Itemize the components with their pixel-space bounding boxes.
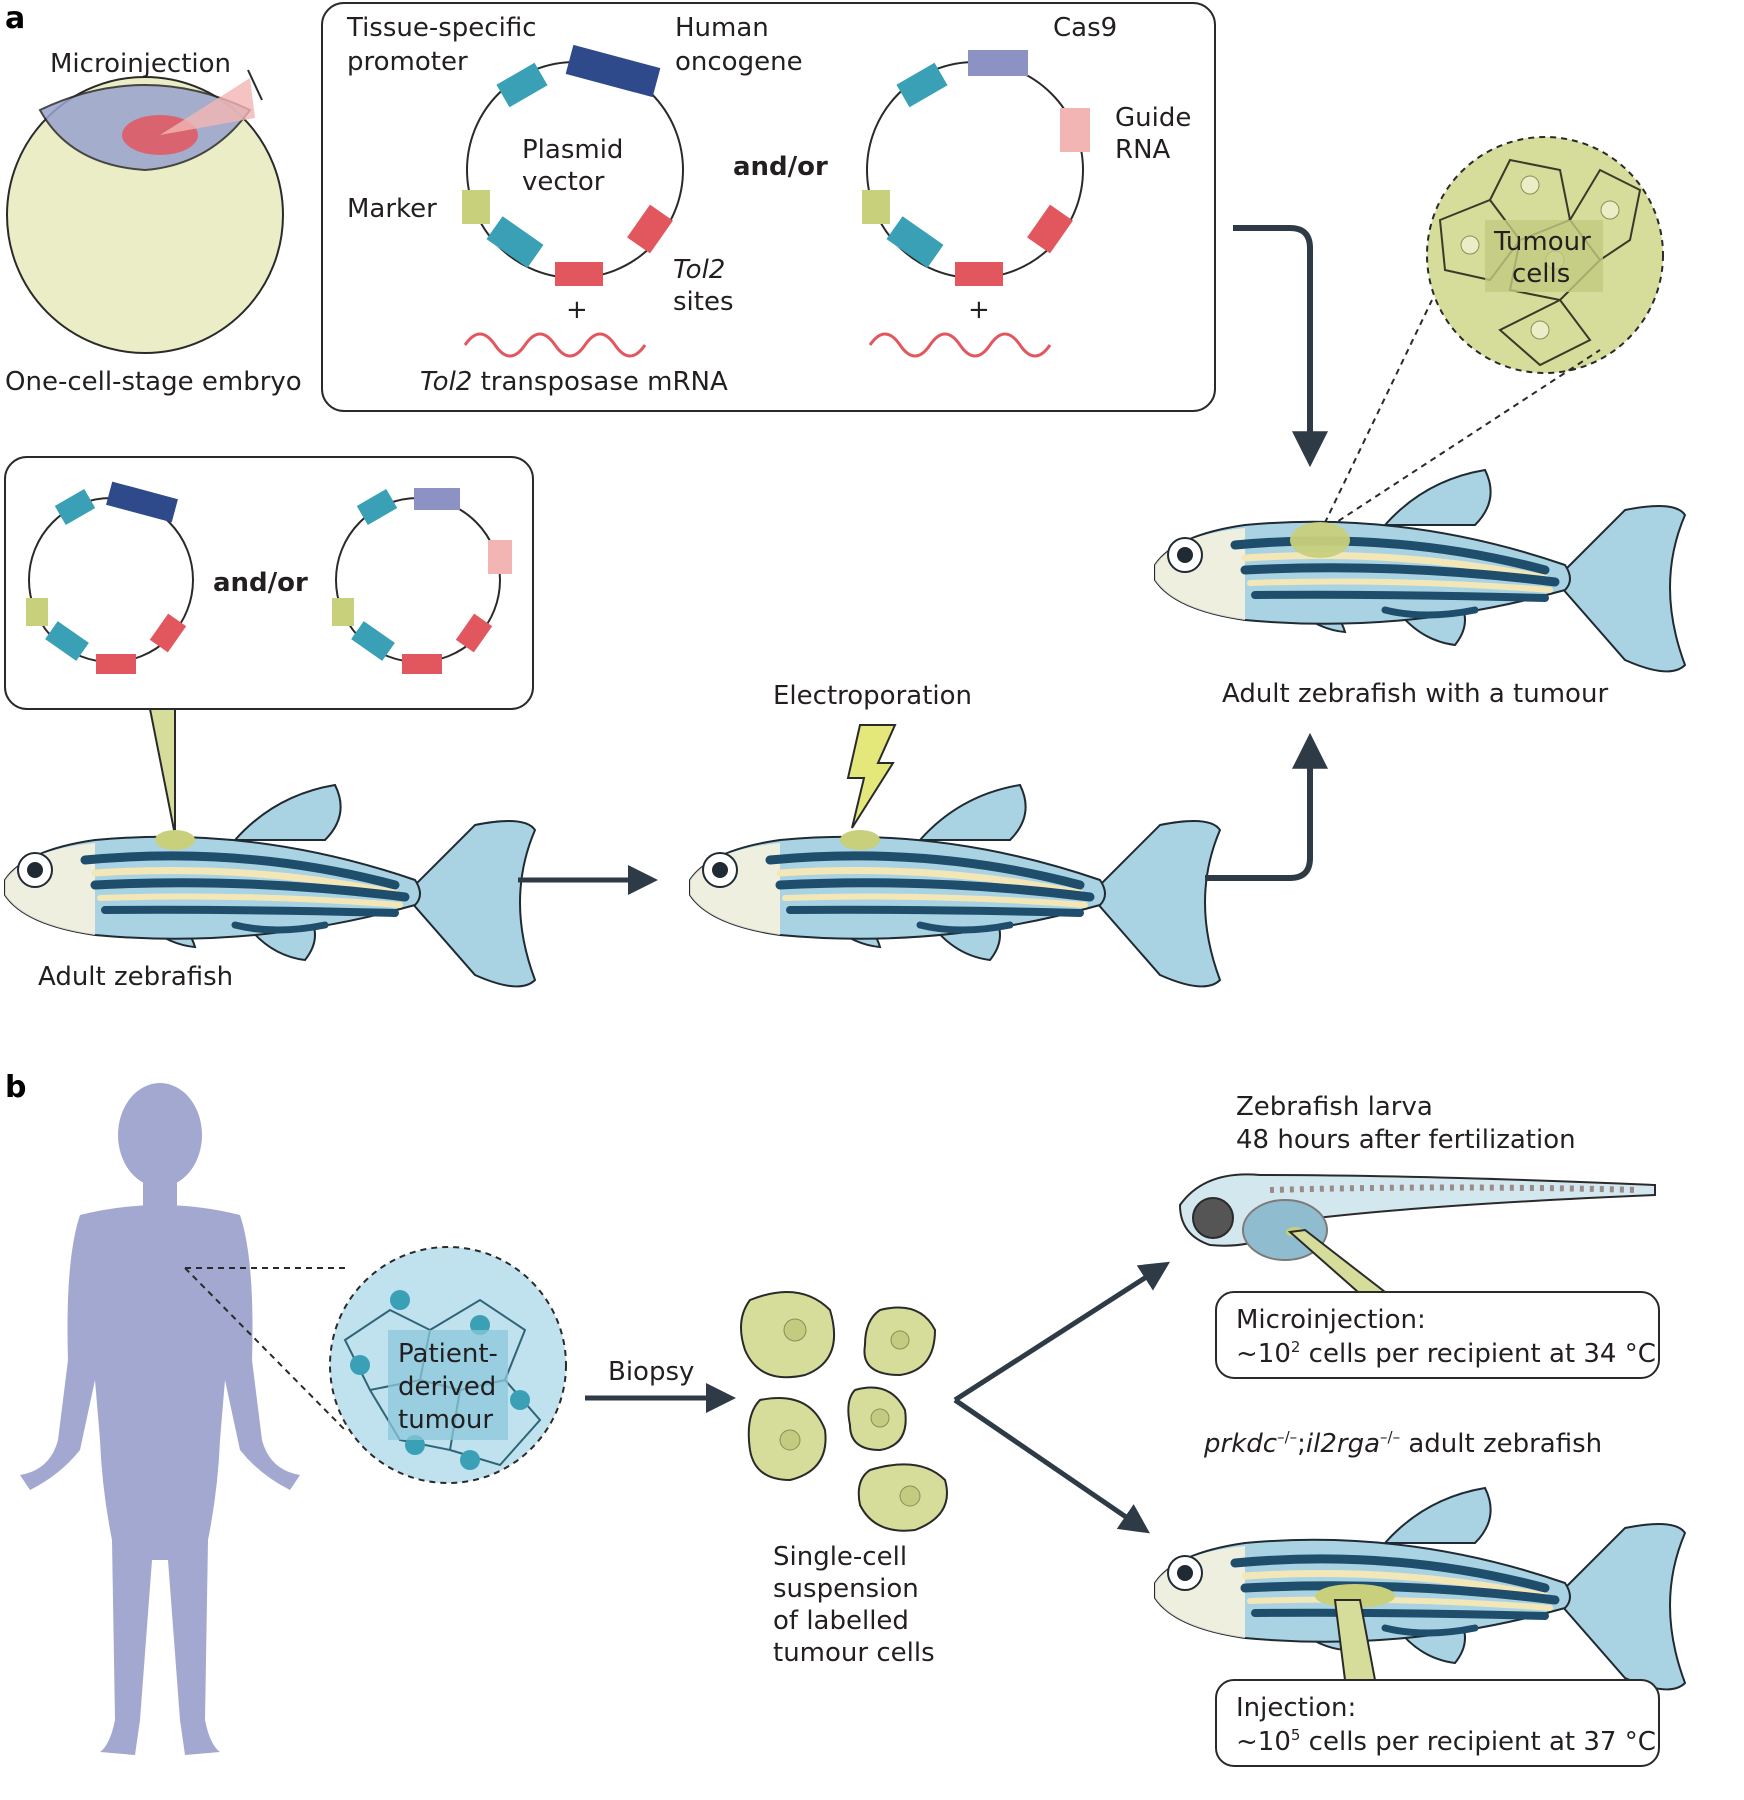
small-plasmid-2 xyxy=(332,488,512,674)
vector-label-2: vector xyxy=(522,167,605,197)
tol2-sites-label-2: sites xyxy=(673,287,734,317)
plus-sign-2: + xyxy=(968,295,990,325)
suspension-label-4: tumour cells xyxy=(773,1638,935,1668)
marker-label: Marker xyxy=(347,194,437,224)
small-plasmid-1 xyxy=(26,481,194,674)
microinjection-box-title: Microinjection: xyxy=(1236,1305,1426,1335)
one-cell-embryo xyxy=(6,69,284,354)
injection-needle xyxy=(160,78,255,135)
adult-zebrafish-label: Adult zebrafish xyxy=(38,962,233,992)
suspension-label-2: suspension xyxy=(773,1574,919,1604)
larva-label-1: Zebrafish larva xyxy=(1236,1092,1433,1122)
microinjection-box xyxy=(1215,1291,1660,1379)
guide-rna-label-1: Guide xyxy=(1115,103,1191,133)
patient-tumour-label-1: Patient- xyxy=(398,1339,498,1369)
human-silhouette xyxy=(20,1083,300,1755)
biopsy-label: Biopsy xyxy=(608,1357,694,1387)
larva-callout-pointer xyxy=(1287,1228,1388,1293)
tumour-cells-zoom xyxy=(1426,136,1664,374)
patient-tumour-label-2: derived xyxy=(398,1372,496,1402)
adult-tumour-label: Adult zebrafish with a tumour xyxy=(1222,679,1608,709)
tumour-cells-label-2: cells xyxy=(1512,259,1570,289)
larva-label-2: 48 hours after fertilization xyxy=(1236,1125,1576,1155)
microinjection-label: Microinjection xyxy=(50,49,231,79)
plus-sign-1: + xyxy=(566,295,588,325)
injection-box-title: Injection: xyxy=(1236,1693,1356,1723)
genotype-label: prkdc–/–;il2rga–/– adult zebrafish xyxy=(1203,1428,1602,1459)
promoter-label-2: promoter xyxy=(347,47,468,77)
adult-fish xyxy=(5,785,535,986)
patient-tumour-zoom xyxy=(329,1246,567,1484)
embryo-label: One-cell-stage embryo xyxy=(5,367,302,397)
promoter-label-1: Tissue-specific xyxy=(346,13,537,43)
oncogene-label-1: Human xyxy=(675,13,769,43)
zoom-dash-right xyxy=(1319,349,1601,534)
tol2-sites-label-1: Tol2 xyxy=(673,255,725,285)
zebrafish-larva xyxy=(1178,1173,1656,1261)
microinjection-box-detail: ~102 cells per recipient at 34 °C xyxy=(1236,1338,1656,1369)
plasmid-vector-1 xyxy=(462,44,684,358)
callout-pointer xyxy=(148,708,176,836)
arrow-to-tumour-fish xyxy=(1233,225,1328,468)
arrow-up-to-tumour-fish xyxy=(1205,732,1328,881)
injection-box-detail: ~105 cells per recipient at 37 °C xyxy=(1236,1726,1656,1757)
arrow-to-larva xyxy=(953,1261,1171,1403)
human-zoom-dash-bottom xyxy=(184,1267,346,1431)
suspension-label-3: of labelled xyxy=(773,1606,909,1636)
transposase-label: Tol2 transposase mRNA xyxy=(420,367,728,397)
guide-rna-label-2: RNA xyxy=(1115,135,1171,165)
panel-b-label: b xyxy=(5,1070,26,1105)
adult-fish-with-tumour xyxy=(1155,470,1685,671)
tumour-cells-label-1: Tumour xyxy=(1493,227,1591,257)
injection-box xyxy=(1215,1679,1660,1767)
adult-recipient-fish xyxy=(1155,1488,1685,1689)
plasmid-box xyxy=(321,2,1216,412)
electroporation-label: Electroporation xyxy=(773,681,972,711)
plasmid-box-2 xyxy=(4,456,534,710)
lightning-bolt-icon xyxy=(846,724,897,829)
andor-label-2: and/or xyxy=(213,568,308,598)
cas9-label: Cas9 xyxy=(1053,13,1117,43)
electroporated-fish xyxy=(690,785,1220,986)
vector-label-1: Plasmid xyxy=(522,135,623,165)
arrow-to-adult-recipient xyxy=(953,1397,1150,1534)
suspension-label-1: Single-cell xyxy=(773,1542,907,1572)
plasmid-vector-2 xyxy=(862,50,1090,358)
panel-a-label: a xyxy=(5,1,25,36)
oncogene-label-2: oncogene xyxy=(675,47,803,77)
cell-nuclei xyxy=(779,1318,921,1507)
andor-label-1: and/or xyxy=(733,152,828,182)
patient-tumour-label-3: tumour xyxy=(398,1405,493,1435)
